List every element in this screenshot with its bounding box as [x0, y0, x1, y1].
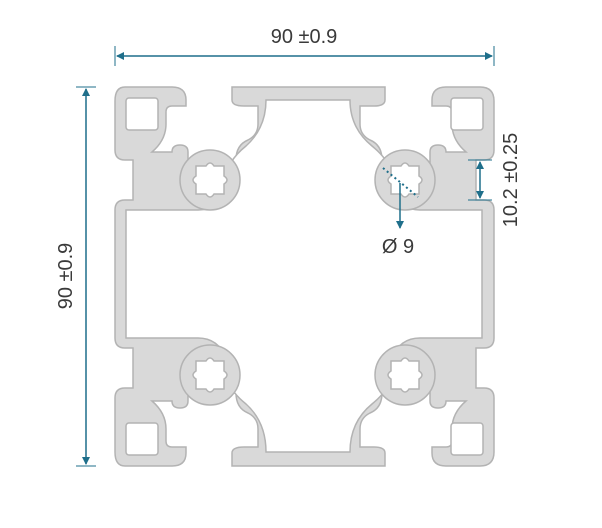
bore-dimension: Ø 9 — [382, 167, 419, 258]
corner-cell-top-right — [450, 97, 484, 131]
bore-bottom-right — [374, 344, 436, 406]
corner-cell-bottom-right — [450, 422, 484, 456]
slot-dimension: 10.2 ±0.25 — [468, 133, 522, 227]
profile-cross-section — [114, 86, 495, 467]
bore-bottom-left — [179, 344, 241, 406]
height-dimension: 90 ±0.9 — [55, 86, 96, 467]
width-label: 90 ±0.9 — [271, 26, 338, 48]
height-label: 90 ±0.9 — [55, 243, 77, 310]
corner-cell-top-left — [125, 97, 159, 131]
slot-label: 10.2 ±0.25 — [500, 133, 522, 227]
bore-label: Ø 9 — [382, 236, 414, 258]
bore-top-left — [179, 149, 241, 211]
corner-cell-bottom-left — [125, 422, 159, 456]
bore-top-right — [374, 149, 436, 211]
width-dimension: 90 ±0.9 — [114, 26, 495, 66]
